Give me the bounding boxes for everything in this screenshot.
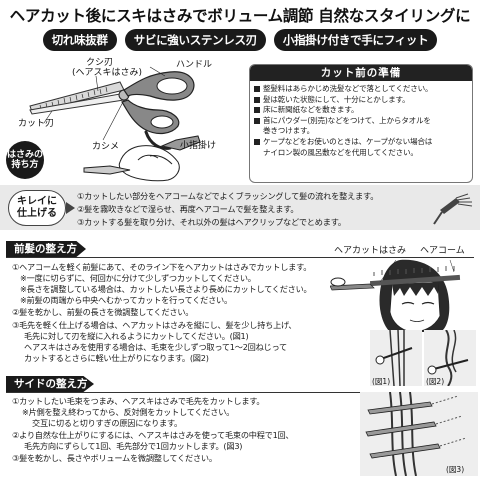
arrow-right-icon xyxy=(66,202,75,214)
side-section-title: サイドの整え方 xyxy=(6,376,94,392)
label-pivot: カシメ xyxy=(92,142,120,152)
side-step: ③髪を乾かし、長さやボリュームを微調整してください。 xyxy=(12,453,217,463)
bullet-icon xyxy=(254,86,260,92)
bangs-step: ①ヘアコームを軽く前髪にあて、そのライン下をヘアカットはさみでカットします。 xyxy=(12,262,312,272)
holding-method-badge: はさみの 持ち方 xyxy=(6,141,44,179)
prep-title: カット前の準備 xyxy=(250,65,472,81)
figure-2-illustration xyxy=(424,330,476,386)
prep-item: ケープなどをお使いのときは、ケープがない場合は xyxy=(254,137,468,148)
figure-1-illustration xyxy=(370,330,422,386)
label-haircut-scissors: ヘアカットはさみ xyxy=(334,246,407,256)
scissors-diagram xyxy=(29,66,201,182)
label-comb-blade: クシ刃 xyxy=(86,58,114,68)
label-finger-rest: 小指掛け xyxy=(180,141,217,151)
prep-item: 首にパウダー(別売)などをつけて、上からタオルを xyxy=(254,116,468,127)
side-note-cont: 交互に切ると切りすぎの原因になります。 xyxy=(32,418,182,428)
bullet-icon xyxy=(254,107,260,114)
bangs-note: ※一度に切らずに、何回かに分けて少しずつカットしてください。 xyxy=(20,273,256,283)
prep-item-continued: 巻きつけます。 xyxy=(263,126,314,136)
bullet-icon xyxy=(254,138,260,145)
side-note: ※片側を整え終わってから、反対側をカットしてください。 xyxy=(22,407,235,417)
figure-1-label: (図1) xyxy=(372,377,391,386)
bangs-section-title: 前髪の整え方 xyxy=(6,241,86,257)
prep-item: 整髪料はあらかじめ洗髪などで落としてください。 xyxy=(254,84,468,95)
section-divider xyxy=(6,392,362,393)
lower-handle-illustration xyxy=(121,99,180,135)
bullet-icon xyxy=(254,117,260,124)
finger-rest-illustration xyxy=(144,130,172,150)
comb-icon xyxy=(433,193,473,225)
prep-item: 床に新聞紙などを敷きます。 xyxy=(254,105,468,116)
side-step: ①カットしたい毛束をつまみ、ヘアスキはさみで毛先をカットします。 xyxy=(12,396,265,406)
label-hair-comb: ヘアコーム xyxy=(420,246,465,256)
figure-3-illustration xyxy=(360,392,478,476)
feature-stainless: サビに強いステンレス刃 xyxy=(124,29,266,51)
bangs-cut-illustration xyxy=(330,259,461,332)
bangs-step-cont: 毛先に対して刃を縦に入れるようにカットしてください。(図1) xyxy=(24,331,249,341)
finish-step-3: ③カットする髪を取り分け、それ以外の髪はヘアクリップなどでとめます。 xyxy=(77,217,346,227)
bangs-note: ※長さを調整している場合は、カットしたい長さより長めにカットしてください。 xyxy=(20,284,312,294)
bangs-note: ※前髪の両端から中央へむかってカットを行ってください。 xyxy=(20,295,232,305)
feature-finger-rest: 小指掛け付きで手にフィット xyxy=(273,29,438,51)
figure-3-label: (図3) xyxy=(446,465,465,474)
prep-item-continued: ナイロン製の風呂敷などを代用してください。 xyxy=(263,147,418,157)
figure-2-label: (図2) xyxy=(426,377,445,386)
label-handle: ハンドル xyxy=(176,60,213,70)
finish-step-1: ①カットしたい部分をヘアコームなどでよくブラッシングして髪の流れを整えます。 xyxy=(77,191,379,201)
feature-sharpness: 切れ味抜群 xyxy=(42,29,117,51)
bangs-step-cont: ヘアスキはさみを使用する場合は、毛束を少しずつ取って1〜2回ねじって xyxy=(24,342,287,352)
bangs-step: ③毛先を軽く仕上げる場合は、ヘアカットはさみを縦にし、髪を少し持ち上げ、 xyxy=(12,320,297,330)
prep-box: カット前の準備 整髪料はあらかじめ洗髪などで落としてください。 髪は乾いた状態に… xyxy=(249,64,473,183)
prep-item: 髪は乾いた状態にして、十分にとかします。 xyxy=(254,95,468,106)
label-cut-blade: カット刃 xyxy=(18,119,55,129)
hand-illustration xyxy=(83,135,201,182)
section-divider xyxy=(6,257,474,258)
finish-step-2: ②髪を霧吹きなどで湿らせ、再度ヘアコームで髪を整えます。 xyxy=(77,204,299,214)
label-comb-blade-note: (ヘアスキはさみ) xyxy=(72,68,143,78)
prep-list: 整髪料はあらかじめ洗髪などで落としてください。 髪は乾いた状態にして、十分にとか… xyxy=(250,81,472,158)
feature-list: 切れ味抜群 サビに強いステンレス刃 小指掛け付きで手にフィット xyxy=(6,29,474,51)
side-step: ②より自然な仕上がりにするには、ヘアスキはさみを使って毛束の中程で1回、 xyxy=(12,430,294,440)
side-step-cont: 毛先方向にずらして1回、毛先部分で1回カットします。(図3) xyxy=(24,441,243,451)
finish-badge: キレイに 仕上げる xyxy=(8,190,66,226)
bangs-step-cont: カットするとさらに軽い仕上がりになります。(図2) xyxy=(24,353,209,363)
headline: ヘアカット後にスキはさみでボリューム調節 自然なスタイリングに xyxy=(9,7,471,25)
bangs-step: ②髪を乾かし、前髪の長さを微調整してください。 xyxy=(12,307,194,317)
bullet-icon xyxy=(254,96,260,103)
finish-section-band xyxy=(0,185,480,230)
